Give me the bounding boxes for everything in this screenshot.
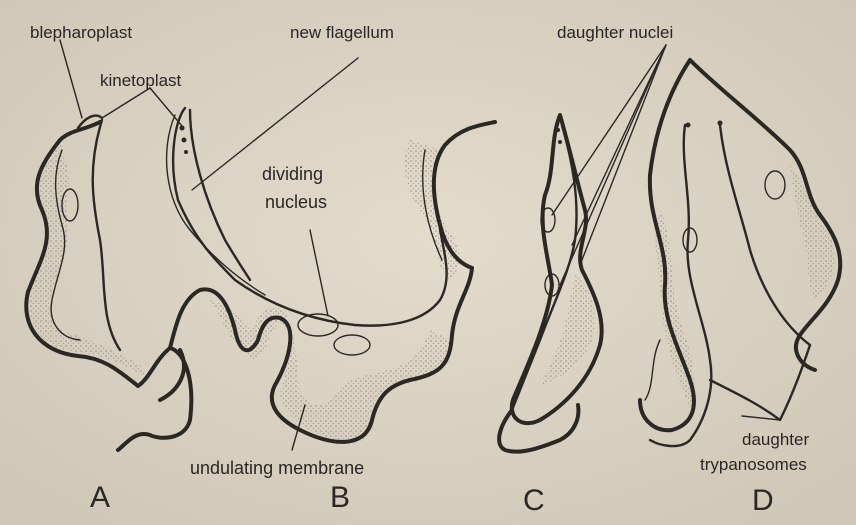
stage-label-d: D (752, 484, 774, 517)
kinetoplast-dot-2 (182, 138, 187, 143)
label-new-flagellum: new flagellum (290, 23, 394, 42)
label-blepharoplast: blepharoplast (30, 23, 132, 42)
d-kinetoplast-1 (686, 123, 691, 128)
label-undulating-membrane: undulating membrane (190, 458, 364, 478)
label-trypanosomes: trypanosomes (700, 455, 807, 474)
label-kinetoplast: kinetoplast (100, 71, 182, 90)
c-kinetoplast-1 (556, 128, 560, 132)
label-daughter-nuclei: daughter nuclei (557, 23, 673, 42)
kinetoplast-dot-3 (184, 150, 188, 154)
stage-label-c: C (523, 484, 545, 517)
label-daughter: daughter (742, 430, 809, 449)
c-kinetoplast-2 (558, 140, 562, 144)
label-dividing: dividing (262, 164, 323, 184)
d-kinetoplast-2 (718, 121, 723, 126)
stage-label-b: B (330, 481, 350, 514)
label-nucleus: nucleus (265, 192, 327, 212)
stage-label-a: A (90, 481, 110, 514)
